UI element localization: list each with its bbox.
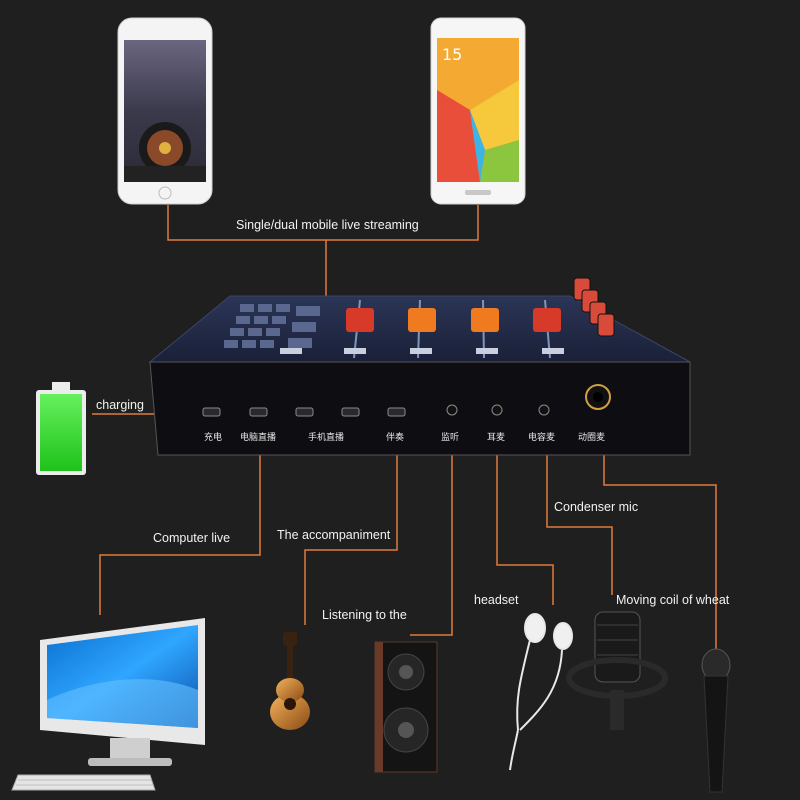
- port-label-headset: 耳麦: [487, 433, 506, 443]
- computer-monitor-icon: [11, 618, 205, 791]
- line-computer: [99, 455, 261, 615]
- label-accompaniment: The accompaniment: [277, 528, 391, 542]
- port-label-pc-live: 电脑直播: [240, 433, 277, 443]
- port-label-condenser: 电容麦: [528, 433, 556, 443]
- port-label-dynamic: 动圈麦: [578, 433, 606, 443]
- right-phone: [430, 17, 526, 205]
- label-charging: charging: [96, 398, 144, 412]
- line-condenser: [546, 455, 613, 595]
- condenser-mic-icon: [566, 611, 668, 730]
- line-accompaniment: [304, 455, 398, 625]
- label-moving-coil: Moving coil of wheat: [616, 593, 730, 607]
- port-label-charge: 充电: [204, 433, 223, 443]
- label-listening: Listening to the: [322, 608, 407, 622]
- left-phone: [117, 17, 213, 205]
- dynamic-mic-icon: [701, 648, 731, 793]
- speaker-icon: [374, 641, 438, 773]
- port-label-accompany: 伴奏: [386, 433, 405, 443]
- guitar-icon: [270, 632, 310, 730]
- line-moving-coil: [603, 455, 717, 650]
- line-headset: [496, 455, 554, 605]
- label-headset: headset: [474, 593, 519, 607]
- label-streaming: Single/dual mobile live streaming: [236, 218, 419, 232]
- battery-icon: [36, 382, 86, 475]
- line-left-phone: [167, 205, 479, 241]
- sound-card-device: [148, 277, 691, 456]
- line-listening: [410, 450, 453, 636]
- label-computer-live: Computer live: [153, 531, 231, 545]
- port-label-phone-live: 手机直播: [308, 433, 345, 443]
- port-label-monitor: 监听: [441, 433, 460, 443]
- phone-time: 15: [442, 45, 462, 64]
- connector-lines: [92, 205, 717, 650]
- headset-icon: [509, 613, 573, 771]
- label-condenser: Condenser mic: [554, 500, 639, 514]
